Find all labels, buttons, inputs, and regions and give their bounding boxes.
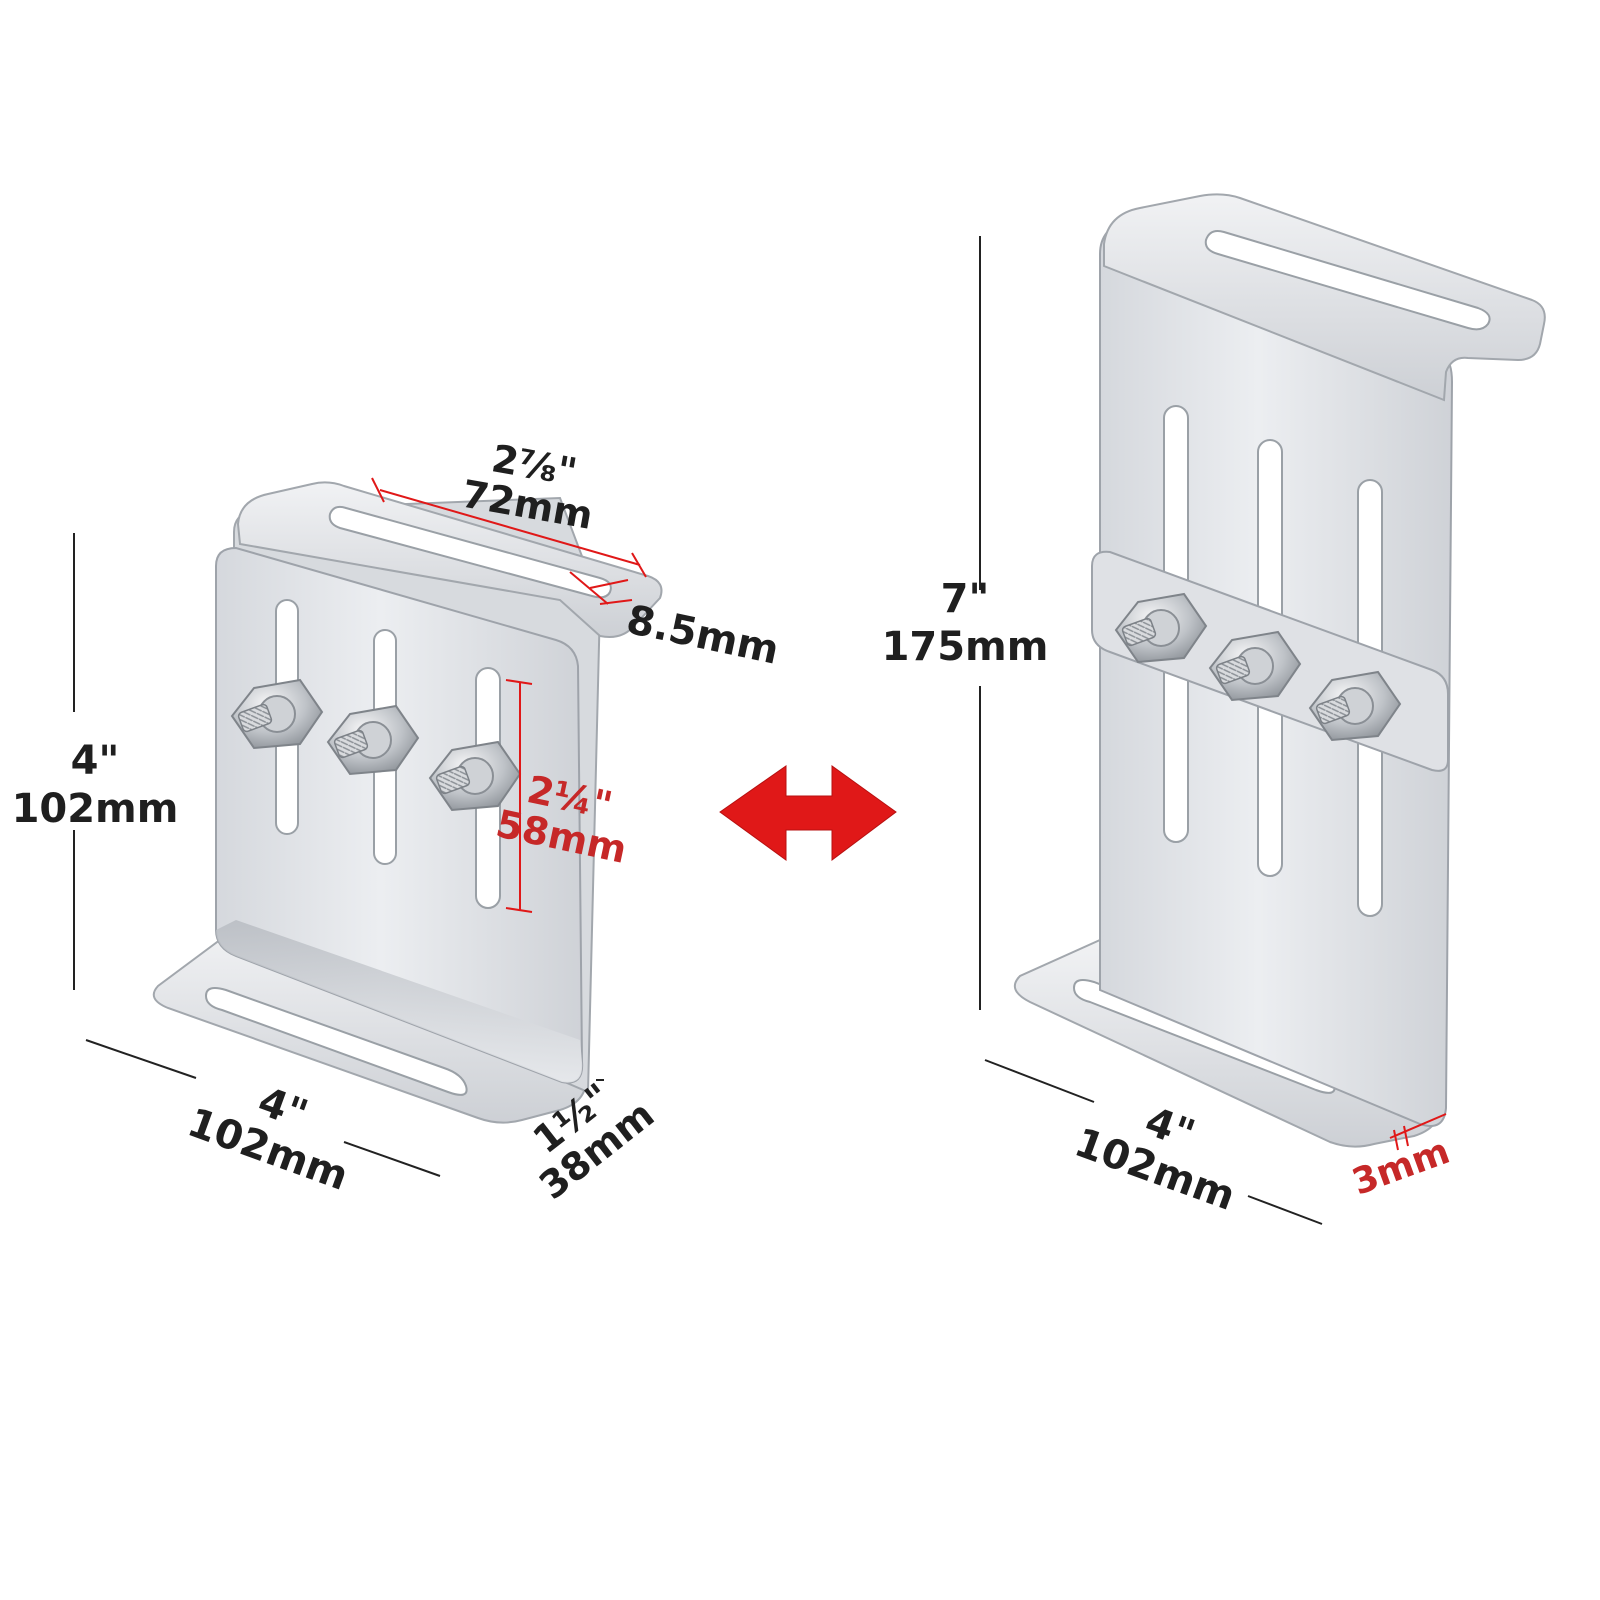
right-width-line-b	[1247, 1195, 1323, 1225]
right-top-slot	[1204, 230, 1491, 331]
left-black-dimensions	[73, 533, 604, 1177]
right-height-inches: 7"	[941, 576, 990, 622]
left-width-line-a	[85, 1039, 197, 1079]
left-bolt-2	[326, 704, 420, 776]
left-bottom-slot	[204, 987, 468, 1096]
right-width-line-a	[984, 1059, 1095, 1103]
top-slot-dimension-line	[379, 489, 641, 566]
slot-width-dimension-line	[569, 571, 609, 605]
left-bolt-3	[428, 740, 522, 812]
right-black-dimensions	[979, 236, 1323, 1225]
thickness-dimension-line	[1389, 1113, 1447, 1139]
left-width-line-b	[343, 1141, 441, 1177]
left-top-slot	[328, 505, 612, 599]
right-bolt-3	[1308, 670, 1402, 742]
left-red-dimensions	[371, 477, 647, 913]
left-bracket	[152, 481, 663, 1124]
left-bottom-bend	[216, 920, 583, 1083]
slot-width-mm: 8.5mm	[622, 597, 782, 674]
right-height-mm: 175mm	[882, 624, 1049, 670]
right-bracket	[1013, 193, 1546, 1148]
right-bolt-2	[1208, 630, 1302, 702]
left-height-mm: 102mm	[12, 786, 179, 832]
double-headed-arrow-icon	[719, 765, 897, 861]
left-height-inches: 4"	[71, 738, 120, 784]
right-bolt-1	[1114, 592, 1208, 664]
left-bolt-1	[230, 678, 324, 750]
right-red-dimensions	[1389, 1113, 1447, 1151]
